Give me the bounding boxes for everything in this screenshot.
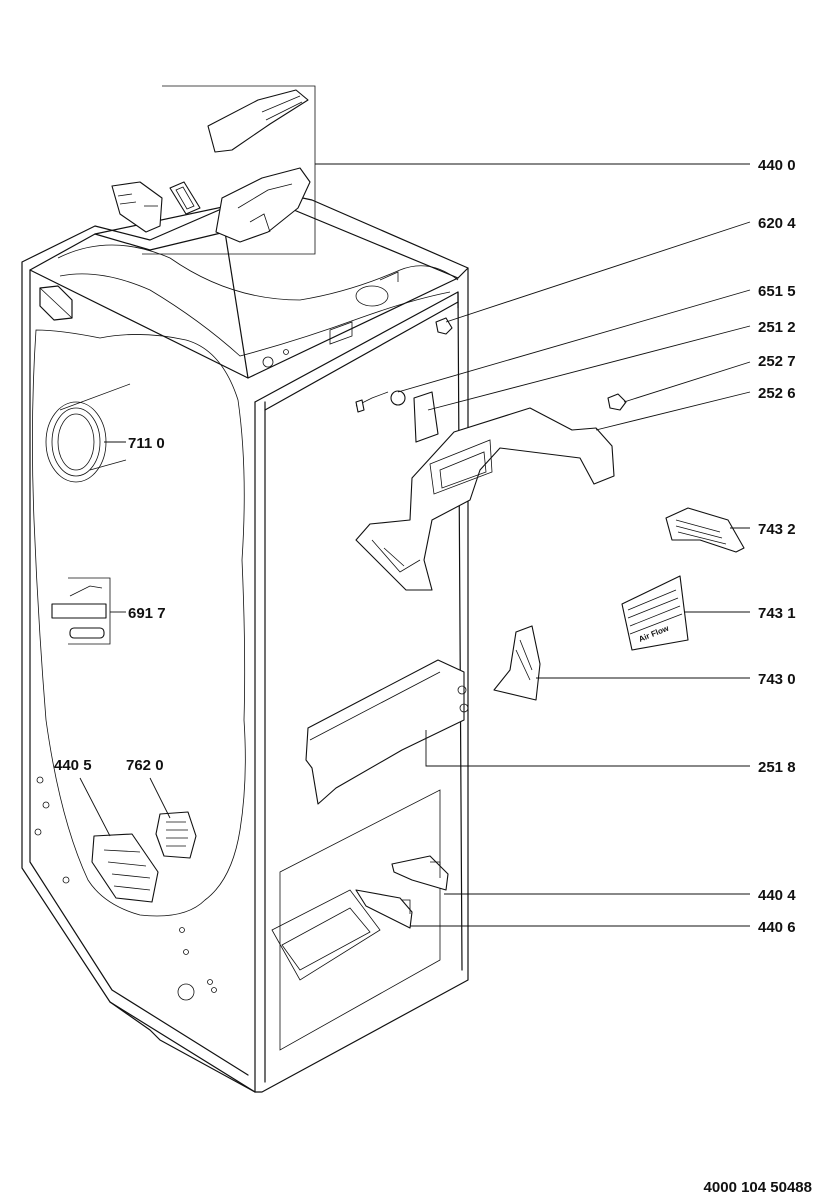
part-743-1: Air Flow (621, 575, 689, 651)
part-743-0 (493, 625, 541, 701)
label-252-6: 252 6 (758, 385, 796, 402)
cabinet (21, 189, 469, 1093)
part-440-4 (391, 855, 449, 891)
part-251-8 (305, 659, 469, 805)
label-251-8: 251 8 (758, 759, 796, 776)
part-620-4 (435, 317, 453, 335)
part-651-5 (355, 390, 406, 413)
label-620-4: 620 4 (758, 215, 796, 232)
part-labels: 440 0 620 4 651 5 251 2 252 7 252 6 743 … (54, 157, 796, 936)
label-743-1: 743 1 (758, 605, 796, 622)
part-440-6 (355, 889, 413, 929)
label-440-0: 440 0 (758, 157, 796, 174)
part-691-7 (51, 577, 111, 645)
label-651-5: 651 5 (758, 283, 796, 300)
part-743-2 (665, 507, 745, 553)
label-743-0: 743 0 (758, 671, 796, 688)
part-440-0-assembly (111, 85, 316, 255)
label-743-2: 743 2 (758, 521, 796, 538)
label-440-6: 440 6 (758, 919, 796, 936)
label-711-0: 711 0 (128, 435, 165, 452)
part-440-5 (91, 833, 159, 903)
part-252-6 (355, 407, 615, 591)
label-252-7: 252 7 (758, 353, 796, 370)
leader-lines (79, 163, 751, 927)
label-691-7: 691 7 (128, 605, 166, 622)
part-251-2 (413, 391, 439, 443)
document-number: 4000 104 50488 (704, 1179, 812, 1196)
part-762-0 (155, 811, 197, 859)
label-440-5: 440 5 (54, 757, 92, 774)
part-252-7 (607, 393, 627, 411)
label-251-2: 251 2 (758, 319, 796, 336)
label-440-4: 440 4 (758, 887, 796, 904)
label-762-0: 762 0 (126, 757, 164, 774)
part-711-0 (45, 383, 131, 483)
